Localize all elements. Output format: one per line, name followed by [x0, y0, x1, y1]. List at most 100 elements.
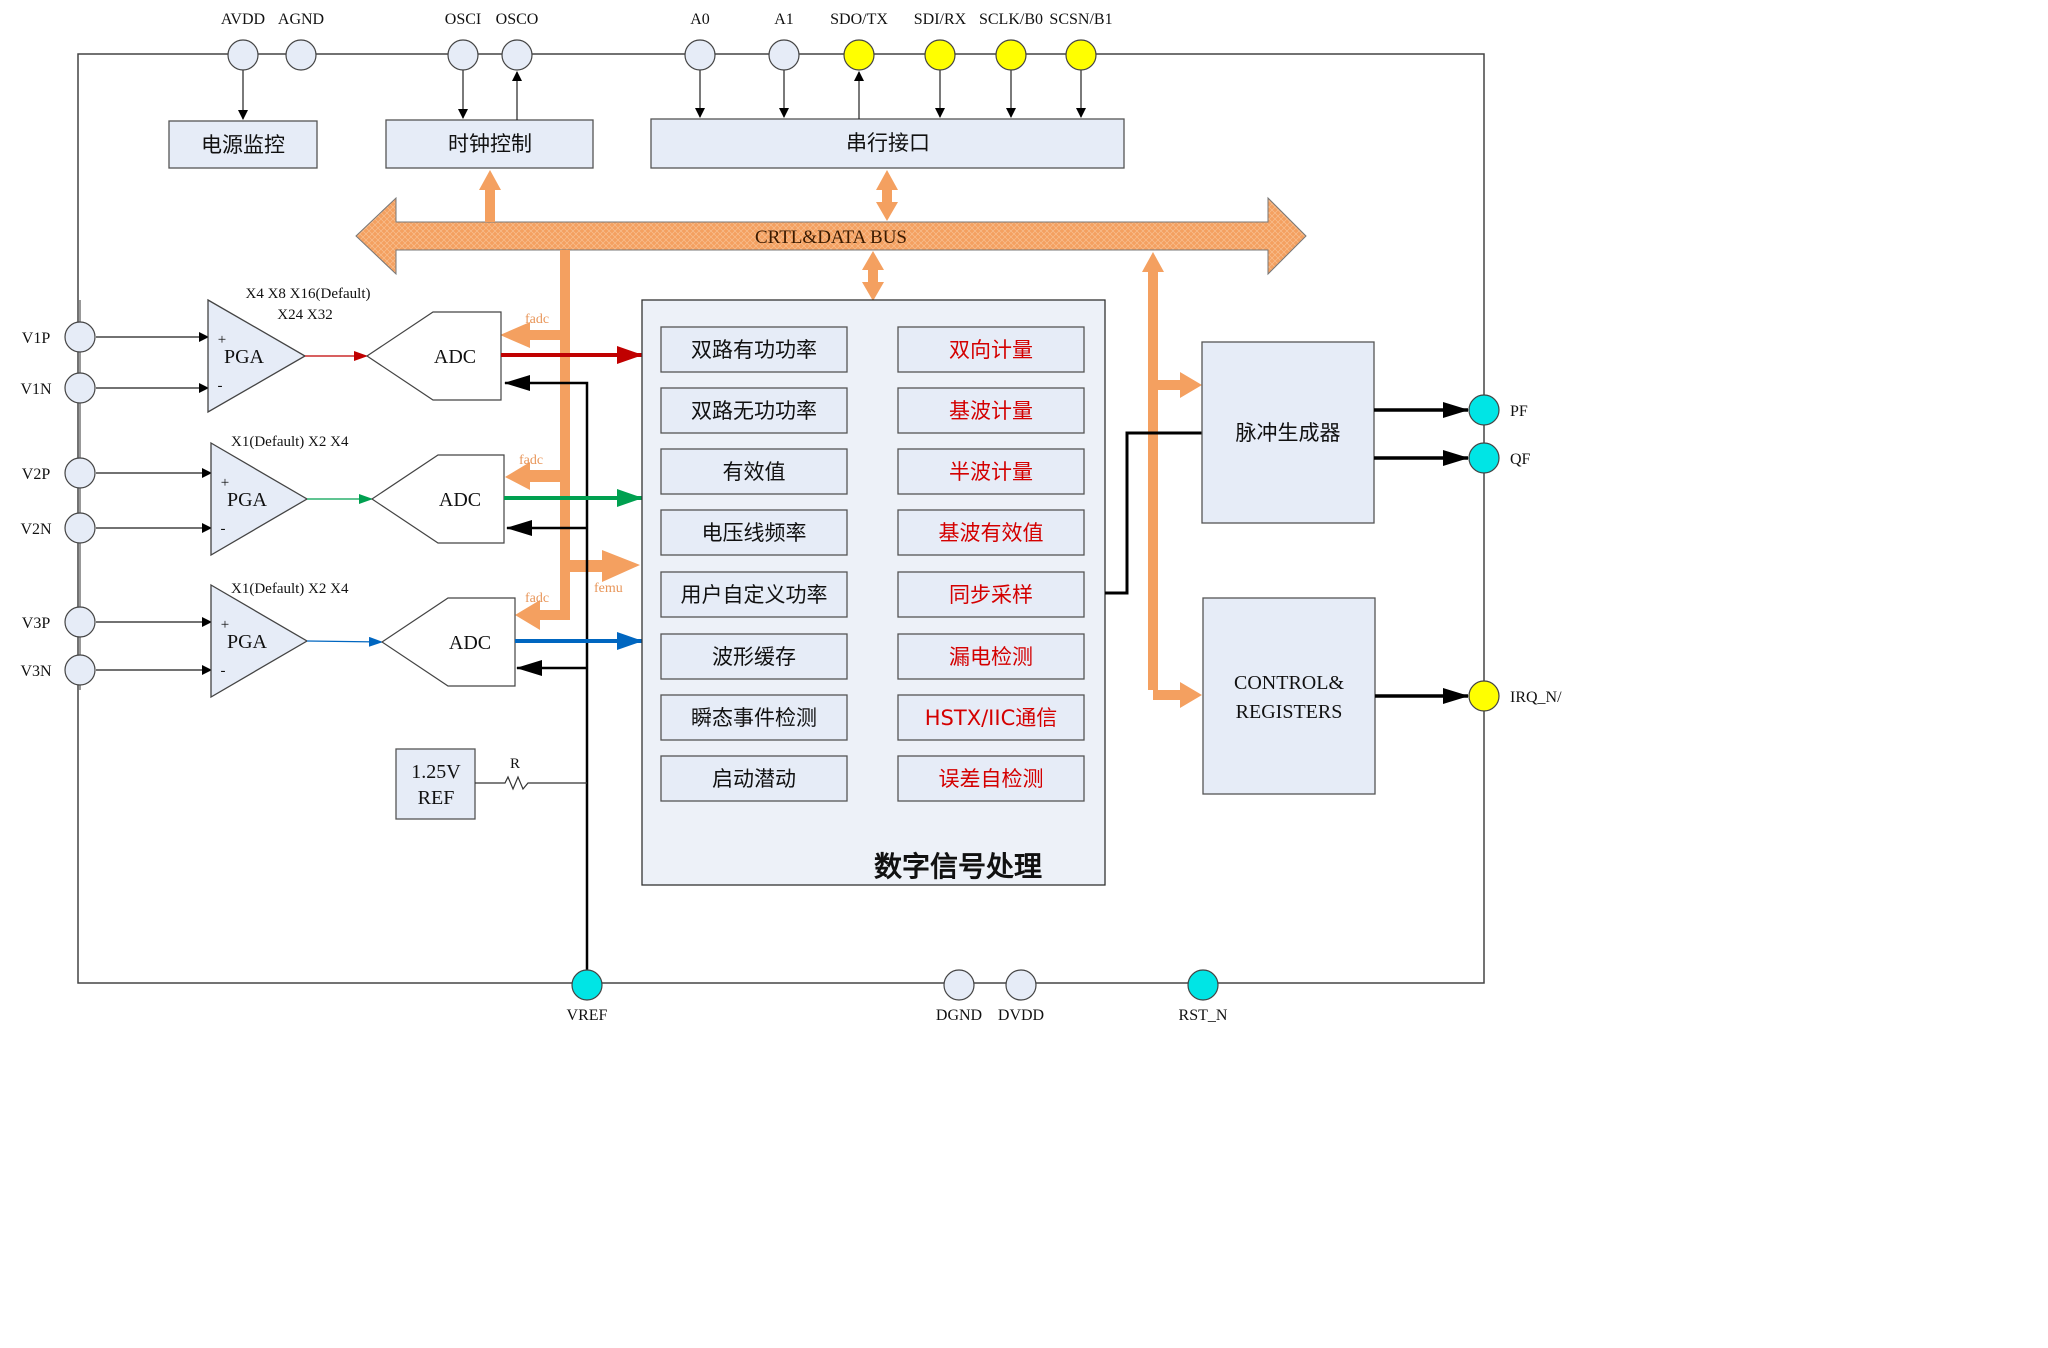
dsp-function-right: 基波有效值 [897, 509, 1085, 556]
bus-to-pulse-arrow [1158, 372, 1202, 398]
fadc1-arrow [500, 322, 560, 348]
function-label: 双向计量 [949, 338, 1033, 362]
clock-control-block [385, 119, 594, 169]
pin-label: V3P [22, 615, 51, 632]
bus-label: CRTL&DATA BUS [755, 227, 907, 248]
fadc2-arrow [505, 462, 560, 490]
pulse-generator-label: 脉冲生成器 [1236, 421, 1341, 445]
plus-sign: + [221, 617, 229, 633]
pin-label: V3N [20, 663, 52, 680]
function-label: 基波有效值 [939, 521, 1044, 545]
bus-to-clock-arrow [479, 170, 501, 222]
serial-interface-label: 串行接口 [846, 131, 930, 155]
function-box [660, 509, 848, 556]
dsp-function-right: 基波计量 [897, 387, 1085, 434]
minus-sign: - [218, 378, 223, 394]
function-box [897, 509, 1085, 556]
pin-sclk: SCLK/B0 [979, 11, 1043, 71]
bus-to-control-arrow [1153, 682, 1202, 708]
pin-label: V2N [20, 521, 52, 538]
pin-osco: OSCO [496, 11, 538, 71]
pin-scsn: SCSN/B1 [1049, 11, 1113, 71]
vref-line [504, 375, 589, 985]
pga-to-adc-wire [306, 636, 383, 647]
fadc3-arrow [515, 600, 565, 630]
clock-control-label: 时钟控制 [448, 132, 532, 156]
ref-line1: 1.25V [411, 761, 461, 783]
pga-amplifier [210, 583, 309, 699]
pin-label: RST_N [1179, 1007, 1228, 1024]
function-label: 误差自检测 [939, 767, 1044, 791]
fadc3-label: fadc [525, 591, 549, 606]
control-line2: REGISTERS [1236, 701, 1343, 723]
pin-vref [571, 969, 603, 1001]
function-label: 用户自定义功率 [681, 583, 828, 607]
gain-options-2: X24 X32 [277, 307, 332, 323]
ref-line2: REF [418, 787, 455, 809]
gain-options: X4 X8 X16(Default) [246, 286, 371, 302]
dsp-function-left: 有效值 [660, 448, 848, 495]
pin-label: V1P [22, 330, 51, 347]
gain-options: X1(Default) X2 X4 [231, 434, 349, 450]
right-bus-trunk [1142, 252, 1164, 690]
pin-v1p [64, 321, 96, 353]
function-label: HSTX/IIC通信 [925, 706, 1057, 730]
pin-label: DGND [936, 1007, 982, 1024]
pin-avdd: AVDD [221, 11, 265, 71]
function-label: 漏电检测 [949, 645, 1033, 669]
dsp-to-pulse-wire [1105, 431, 1202, 595]
pga-label: PGA [227, 631, 268, 653]
function-box [897, 387, 1085, 434]
pin-circle [1065, 39, 1097, 71]
plus-sign: + [221, 475, 229, 491]
dsp-function-right: 半波计量 [897, 448, 1085, 495]
bus-dsp-double-arrow [862, 251, 884, 301]
function-label: 波形缓存 [712, 645, 796, 669]
pin-circle [768, 39, 800, 71]
resistor [475, 775, 587, 791]
function-label: 同步采样 [949, 583, 1033, 607]
function-box [660, 571, 848, 618]
pin-rstn [1187, 969, 1219, 1001]
pin-circle [227, 39, 259, 71]
pin-sdi: SDI/RX [914, 11, 967, 71]
pga-label: PGA [224, 346, 265, 368]
pin-a1: A1 [768, 11, 800, 71]
fadc2-label: fadc [519, 453, 543, 468]
bus-serial-double-arrow [876, 170, 898, 221]
plus-sign: + [218, 332, 226, 348]
fadc1-label: fadc [525, 312, 549, 327]
adc-label: ADC [439, 489, 481, 511]
pin-label: V2P [22, 466, 51, 483]
dsp-function-left: 瞬态事件检测 [660, 694, 848, 741]
pin-label: DVDD [998, 1007, 1044, 1024]
pin-circle [924, 39, 956, 71]
function-box [897, 448, 1085, 495]
control-line1: CONTROL& [1234, 672, 1344, 694]
pin-osci: OSCI [445, 11, 481, 71]
pin-a0: A0 [684, 11, 716, 71]
pin-v3n [64, 654, 96, 686]
pin-v3p [64, 606, 96, 638]
pga-label: PGA [227, 489, 268, 511]
pin-circle [501, 39, 533, 71]
pin-circle [995, 39, 1027, 71]
pin-label: SDI/RX [914, 11, 967, 28]
dsp-function-right: 同步采样 [897, 571, 1085, 618]
pin-label: OSCI [445, 11, 481, 28]
dsp-function-right: 双向计量 [897, 326, 1085, 373]
function-label: 双路有功功率 [691, 338, 817, 362]
pin-label: A0 [690, 11, 710, 28]
pin-dvdd [1005, 969, 1037, 1001]
pin-dgnd [943, 969, 975, 1001]
function-box [660, 633, 848, 680]
function-box [897, 326, 1085, 373]
function-label: 瞬态事件检测 [691, 706, 817, 730]
dsp-function-right: 漏电检测 [897, 633, 1085, 680]
pin-circle [843, 39, 875, 71]
clock-trunk [560, 250, 570, 620]
pga-amplifier [207, 298, 307, 414]
function-label: 基波计量 [949, 399, 1033, 423]
